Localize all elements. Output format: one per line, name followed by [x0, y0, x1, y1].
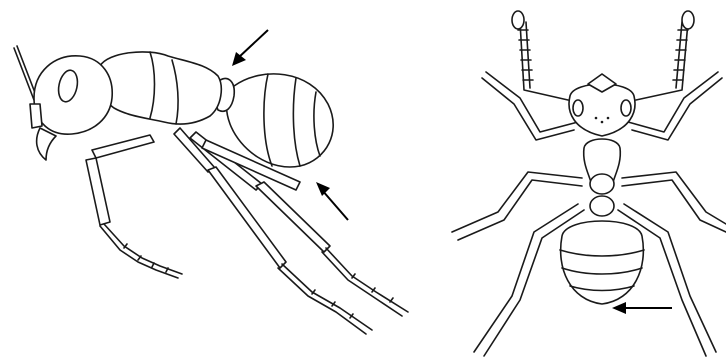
side-arrow-petiole — [232, 30, 268, 66]
top-eye-left — [573, 100, 583, 116]
top-gaster — [560, 221, 644, 304]
top-eye-right — [621, 100, 631, 116]
side-thorax — [99, 52, 222, 124]
top-arrow-gaster — [612, 302, 672, 314]
ant-side-view — [14, 30, 408, 334]
side-mandible — [37, 128, 56, 160]
side-head — [30, 56, 112, 160]
top-petiole — [590, 196, 614, 216]
side-gaster — [227, 74, 334, 167]
top-head — [569, 74, 635, 136]
ant-top-view — [452, 11, 726, 356]
side-arrow-leg — [316, 182, 348, 220]
side-legs — [86, 128, 408, 334]
